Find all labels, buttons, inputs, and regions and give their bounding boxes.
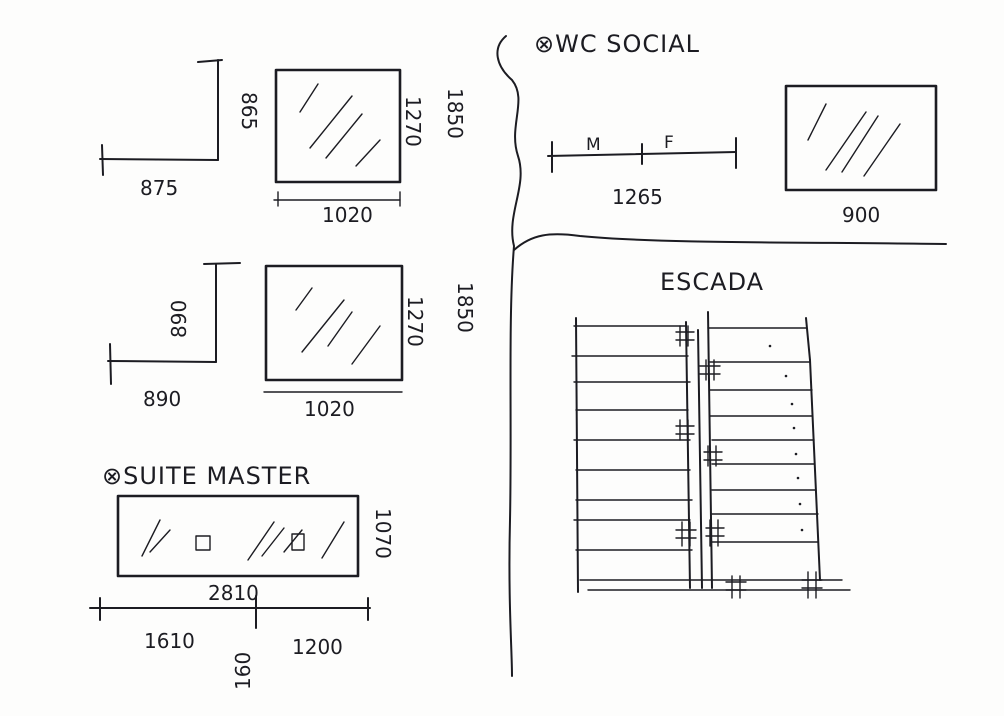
dim-d-total: 1850 [453,282,477,333]
dim-suite-left: 1610 [144,629,195,653]
dim-d-width: 1020 [304,397,355,421]
suite-vanity-panel [116,494,360,578]
dim-a-width: 875 [140,176,178,200]
dim-a-height: 865 [237,92,261,130]
wc-social-title: ⊗WC SOCIAL [534,30,700,58]
suite-master-title: ⊗SUITE MASTER [102,462,311,490]
dim-wc-width: 1265 [612,185,663,209]
dim-d-height: 1270 [403,296,427,347]
wc-dimension-line [547,137,737,173]
dim-c-width: 890 [143,387,181,411]
suite-dimension-line [89,595,371,629]
corner-dimension-c [107,262,241,385]
dim-suite-width: 2810 [208,581,259,605]
wc-glass-panel [784,84,938,192]
corner-dimension-a [99,59,223,176]
wc-label-m: M [586,135,601,155]
dim-b-height: 1270 [401,96,425,147]
dim-b-total: 1850 [443,88,467,139]
dim-c-height: 890 [167,300,191,338]
dim-suite-height: 1070 [371,508,395,559]
dim-wc-box-width: 900 [842,203,880,227]
glass-panel-d [263,264,404,393]
horizontal-divider [513,233,947,251]
vertical-divider [496,35,522,677]
dim-suite-right: 1200 [292,635,343,659]
dim-suite-mid: 160 [231,652,255,690]
glass-panel-b [273,68,402,207]
dim-b-width: 1020 [322,203,373,227]
escada-title: ESCADA [660,268,764,296]
wc-label-f: F [664,133,674,153]
stair-plan [571,311,851,599]
